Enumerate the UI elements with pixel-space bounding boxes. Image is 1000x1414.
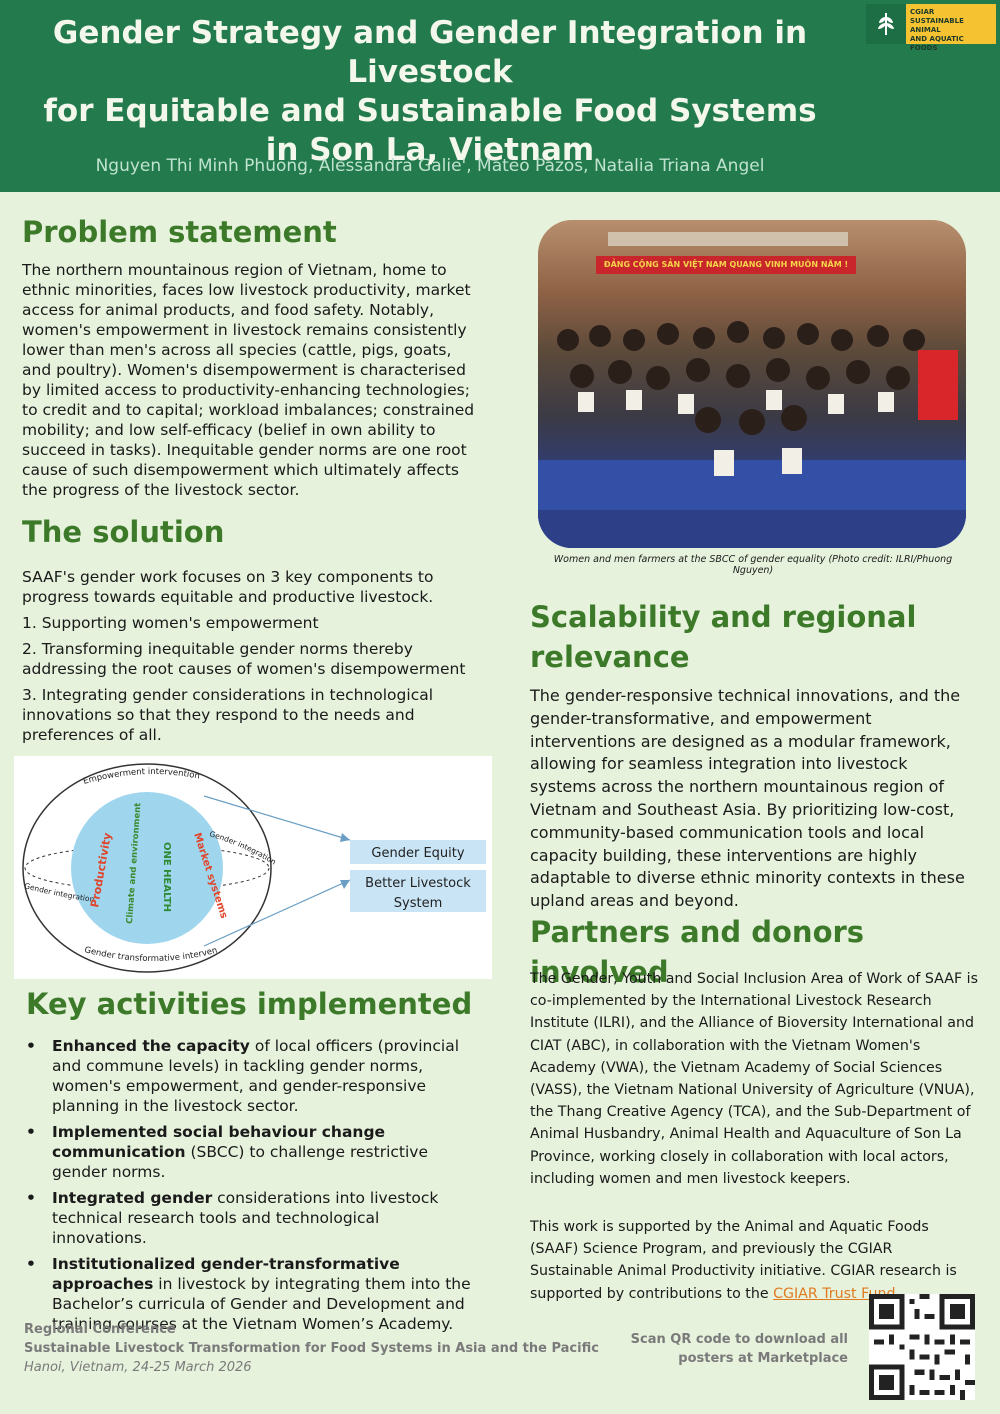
solution-intro: SAAF's gender work focuses on 3 key comp…: [22, 568, 434, 606]
problem-heading: Problem statement: [22, 215, 337, 249]
scalability-heading: Scalability and regional relevance: [530, 600, 917, 674]
gender-equity-box: [350, 840, 486, 864]
conference-info: Regional Conference Sustainable Livestoc…: [24, 1320, 599, 1377]
wheat-icon: [866, 4, 906, 44]
gender-equity-text: Gender Equity: [371, 846, 464, 861]
arrow-line-top: [203, 795, 351, 841]
list-item: Enhanced the capacity of local officers …: [24, 1036, 476, 1116]
better-livestock-box: [350, 870, 486, 912]
logo-text: CGIAR SUSTAINABLE ANIMAL AND AQUATIC FOO…: [906, 4, 996, 52]
list-item: Integrated gender considerations into li…: [24, 1188, 476, 1248]
list-item: Institutionalized gender-transformative …: [24, 1254, 476, 1334]
funding-text: This work is supported by the Animal and…: [530, 1219, 957, 1302]
partners-heading: Partners and donors involved: [530, 915, 865, 989]
group-photo: ĐẢNG CỘNG SẢN VIỆT NAM QUANG VINH MUÔN N…: [538, 220, 966, 548]
key-activities-heading: Key activities implemented: [26, 987, 473, 1021]
header-banner: Gender Strategy and Gender Integration i…: [0, 0, 1000, 192]
better-livestock-text-2: System: [394, 896, 442, 911]
one-health-circle: [71, 792, 223, 944]
poster-title: Gender Strategy and Gender Integration i…: [0, 14, 860, 170]
gender-framework-diagram: Empowerment intervention Gender transfor…: [11, 749, 492, 979]
arrow-line-bottom: [203, 879, 351, 947]
authors: Nguyen Thi Minh Phuong, Alessandra Galie…: [95, 156, 765, 176]
solution-item-1: 1. Supporting women's empowerment: [22, 614, 319, 632]
photo-red-banner: ĐẢNG CỘNG SẢN VIỆT NAM QUANG VINH MUÔN N…: [596, 256, 856, 274]
title-line-2: for Equitable and Sustainable Food Syste…: [43, 93, 817, 129]
solution-item-2: 2. Transforming inequitable gender norms…: [22, 640, 466, 678]
photo-caption: Women and men farmers at the SBCC of gen…: [553, 554, 953, 576]
solution-heading: The solution: [22, 515, 225, 549]
arrow-head-bottom: [340, 880, 350, 889]
title-line-3: in Son La, Vietnam: [265, 132, 595, 168]
list-item: Implemented social behaviour change comm…: [24, 1122, 476, 1182]
cgiar-logo: CGIAR SUSTAINABLE ANIMAL AND AQUATIC FOO…: [866, 4, 996, 52]
conference-line-2: Sustainable Livestock Transformation for…: [24, 1341, 599, 1356]
title-line-1: Gender Strategy and Gender Integration i…: [52, 15, 808, 90]
conference-line-1: Regional Conference: [24, 1322, 176, 1337]
outer-ellipse: [22, 763, 272, 973]
better-livestock-text-1: Better Livestock: [365, 876, 471, 891]
empowerment-label: Empowerment intervention: [82, 767, 201, 787]
qr-code-icon[interactable]: [869, 1294, 975, 1400]
partners-text: The Gender, Youth and Social Inclusion A…: [530, 971, 978, 1187]
qr-instructions: Scan QR code to download all posters at …: [630, 1332, 848, 1366]
conference-line-3: Hanoi, Vietnam, 24-25 March 2026: [24, 1360, 252, 1375]
arrow-head-top: [340, 833, 350, 842]
crowd-illustration: [538, 321, 966, 548]
photo-top-banner: [608, 232, 848, 246]
solution-item-3: 3. Integrating gender considerations in …: [22, 686, 434, 744]
scalability-text: The gender-responsive technical innovati…: [530, 686, 965, 911]
one-health-label: ONE HEALTH: [161, 842, 172, 912]
key-activities-list: Enhanced the capacity of local officers …: [24, 1036, 476, 1340]
solution-text: SAAF's gender work focuses on 3 key comp…: [22, 567, 482, 751]
cgiar-trust-fund-link[interactable]: CGIAR Trust Fund: [773, 1285, 896, 1302]
problem-text: The northern mountainous region of Vietn…: [22, 261, 475, 499]
